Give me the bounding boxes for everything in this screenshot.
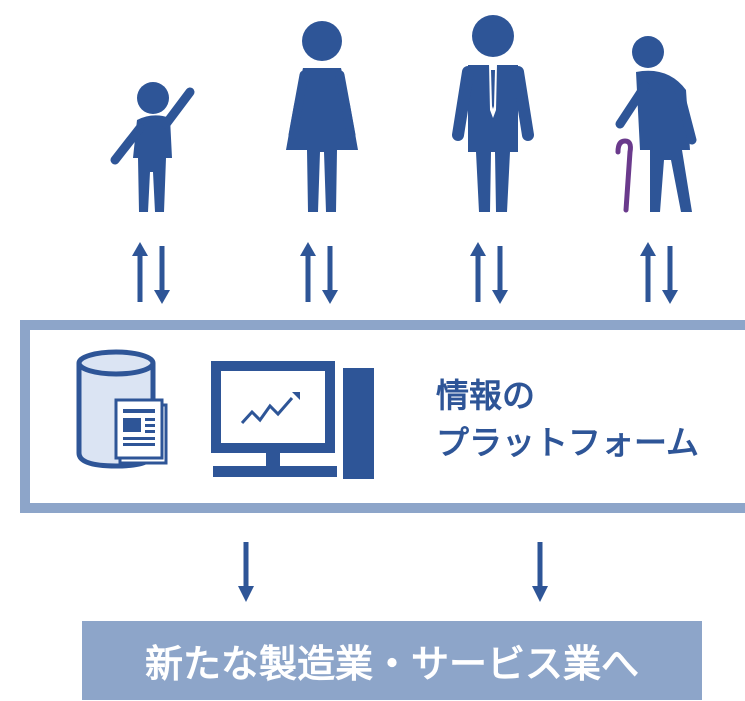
people-row bbox=[110, 15, 697, 213]
elderly-icon bbox=[615, 36, 697, 212]
computer-icon bbox=[211, 361, 374, 479]
child-icon bbox=[110, 82, 195, 212]
down-arrow-left bbox=[238, 542, 254, 602]
arrows-child bbox=[132, 242, 170, 304]
platform-label: 情報の プラットフォーム bbox=[436, 372, 699, 466]
platform-label-line2: プラットフォーム bbox=[436, 423, 700, 462]
man-icon bbox=[452, 15, 534, 212]
down-arrows bbox=[238, 542, 548, 602]
documents-icon bbox=[114, 398, 168, 465]
industry-banner-text: 新たな製造業・サービス業へ bbox=[144, 642, 639, 686]
arrows-row bbox=[0, 240, 745, 310]
arrows-woman bbox=[300, 242, 338, 304]
platform-label-line1: 情報の bbox=[436, 376, 535, 415]
industry-banner: 新たな製造業・サービス業へ bbox=[82, 621, 702, 700]
down-arrow-right bbox=[532, 542, 548, 602]
woman-icon bbox=[286, 21, 358, 212]
cane-icon bbox=[615, 138, 633, 213]
platform-box bbox=[20, 320, 745, 513]
arrows-man bbox=[470, 242, 508, 304]
arrows-elderly bbox=[640, 242, 678, 304]
